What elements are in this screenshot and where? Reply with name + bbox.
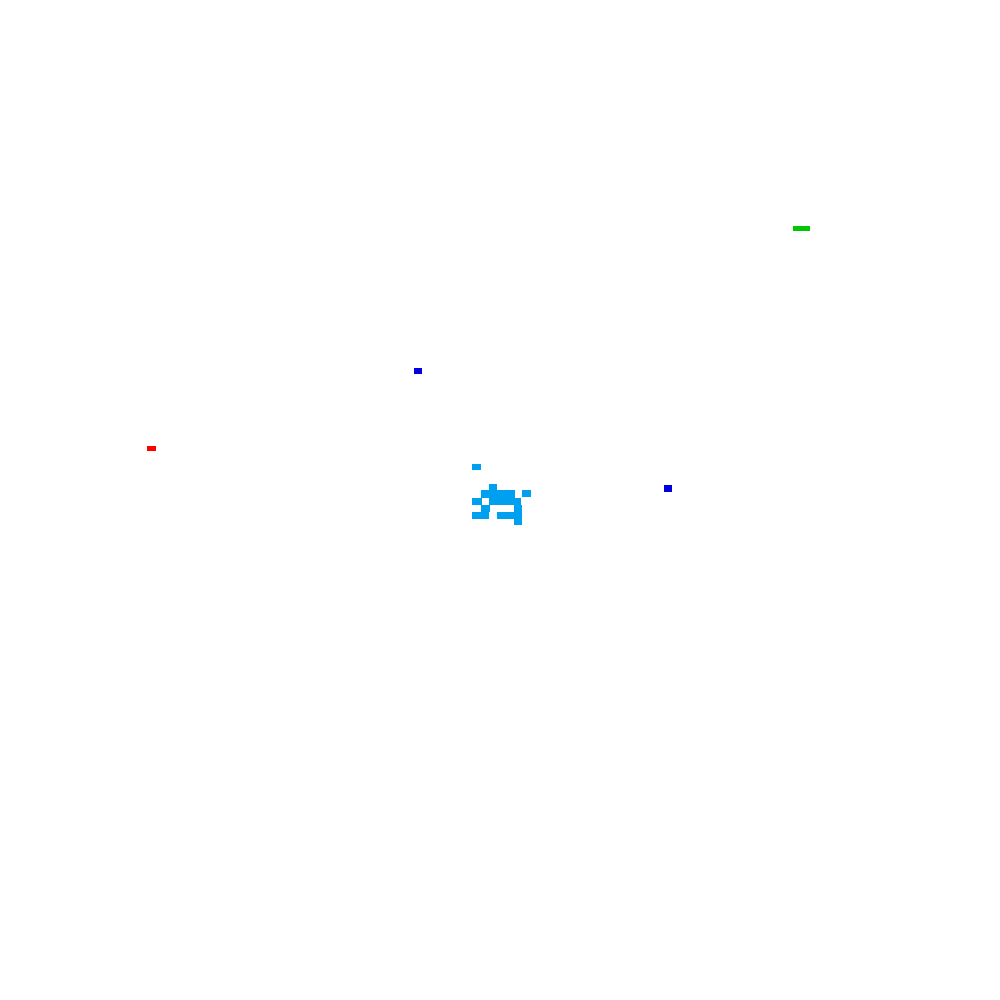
player-pixel <box>514 505 522 512</box>
blue-marker-right <box>664 485 672 492</box>
player-pixel <box>489 484 497 490</box>
player-pixel <box>489 498 521 505</box>
player-pixel <box>472 498 482 505</box>
player-pixel <box>481 505 490 512</box>
player-pixel <box>497 512 522 519</box>
player-pixel <box>472 512 489 519</box>
red-marker <box>147 446 156 451</box>
player-pixel <box>514 519 522 525</box>
green-goal-marker <box>793 226 810 231</box>
blue-marker-upper <box>414 368 422 374</box>
player-pixel <box>522 490 531 497</box>
player-pixel <box>472 464 481 470</box>
player-pixel <box>481 490 515 498</box>
